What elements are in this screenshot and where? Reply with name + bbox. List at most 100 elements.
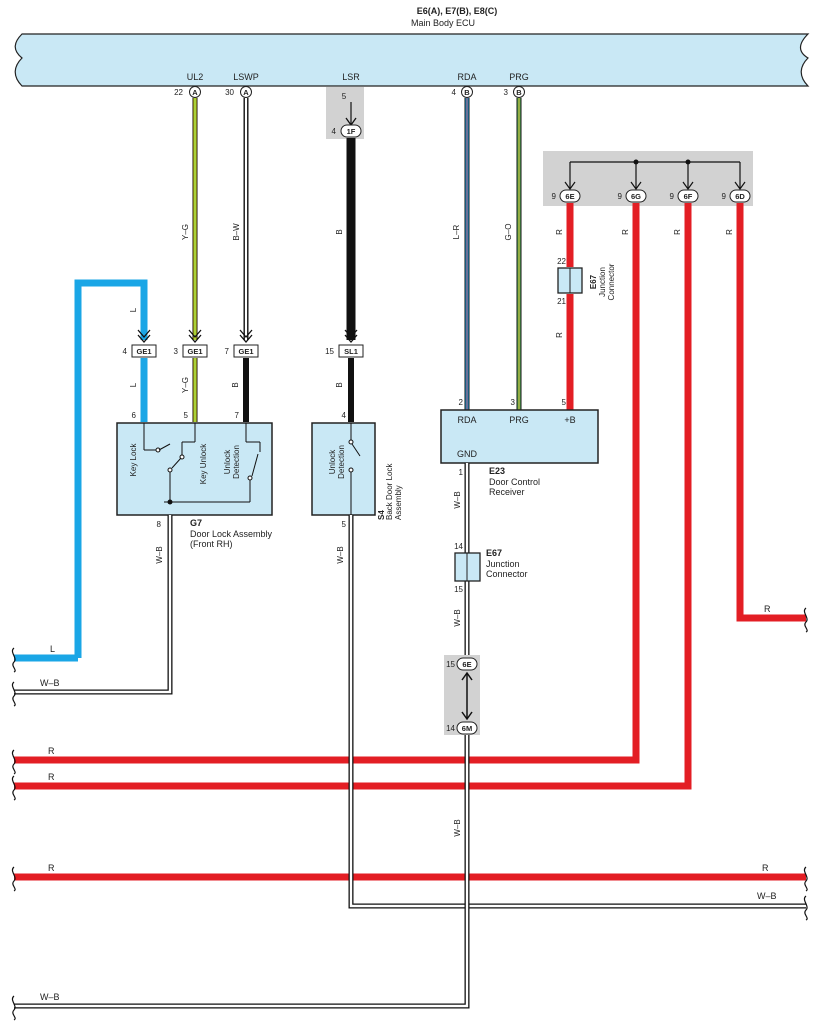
- ecu-pin-rda: B 4: [452, 86, 473, 98]
- connector-6m: 6M 14: [446, 721, 478, 735]
- g7-name: Door Lock Assembly: [190, 529, 273, 539]
- svg-text:14: 14: [454, 542, 463, 551]
- wire-r-6g-label-left: R: [48, 746, 55, 756]
- wire-r-6e-label-top: R: [555, 229, 564, 235]
- svg-text:6E: 6E: [462, 660, 471, 669]
- switch-key-lock-label: Key Lock: [129, 443, 138, 477]
- double-arrow-l: [137, 329, 151, 343]
- ecu-name: Main Body ECU: [411, 18, 475, 28]
- wire-wb-s4-label-right: W–B: [757, 891, 777, 901]
- wire-b-lsr-label: B: [335, 229, 344, 234]
- connector-6e-bottom: 6E 15: [446, 657, 478, 671]
- svg-text:30: 30: [225, 88, 234, 97]
- junction-top-name2: Connector: [607, 263, 616, 300]
- wire-bw-label: B–W: [232, 223, 241, 241]
- svg-text:6D: 6D: [735, 192, 745, 201]
- svg-text:7: 7: [235, 411, 240, 420]
- svg-text:B: B: [516, 88, 522, 97]
- svg-text:8: 8: [157, 520, 162, 529]
- back-door-lock-box: 4 5 Unlock Detection: [311, 411, 376, 529]
- svg-text:B: B: [464, 88, 470, 97]
- connector-ge1-bw: GE1 7: [225, 344, 259, 358]
- svg-text:3: 3: [504, 88, 509, 97]
- svg-text:GE1: GE1: [136, 347, 151, 356]
- junction-connector-mid: 14 15: [454, 542, 481, 594]
- ecu-bus: [14, 33, 810, 87]
- g7-sub: (Front RH): [190, 539, 233, 549]
- s4-code: S4: [377, 510, 386, 520]
- svg-text:21: 21: [557, 297, 566, 306]
- wire-wb-e23-label-3: W–B: [453, 819, 462, 836]
- e23-code: E23: [489, 466, 505, 476]
- svg-text:14: 14: [446, 724, 455, 733]
- door-lock-switch-schematic: [143, 423, 261, 503]
- bus-dot-2: [685, 159, 691, 165]
- svg-text:Detection: Detection: [337, 445, 346, 479]
- svg-text:6M: 6M: [462, 724, 472, 733]
- svg-text:5: 5: [342, 520, 347, 529]
- svg-text:GE1: GE1: [187, 347, 202, 356]
- svg-text:15: 15: [325, 347, 334, 356]
- svg-text:Unlock: Unlock: [328, 449, 337, 474]
- wire-wb-e23-label-2: W–B: [453, 609, 462, 626]
- svg-text:15: 15: [454, 585, 463, 594]
- wire-go-label: G–O: [504, 224, 513, 241]
- wire-wb-g7-label-left: W–B: [40, 678, 60, 688]
- wire-yg-label-top: Y–G: [181, 224, 190, 240]
- wire-wb-g7-label: W–B: [155, 546, 164, 563]
- svg-text:GE1: GE1: [238, 347, 253, 356]
- svg-text:GND: GND: [457, 449, 478, 459]
- switch-unlock-label: Unlock: [223, 449, 232, 474]
- junction-top-code: E67: [589, 274, 598, 289]
- wire-l-label-left: L: [50, 644, 55, 654]
- svg-text:A: A: [243, 88, 249, 97]
- wire-r-6d-label: R: [725, 229, 734, 235]
- double-arrow-b: [344, 329, 358, 343]
- wire-l-label-top: L: [129, 307, 138, 312]
- connector-ge1-yg: GE1 3: [174, 344, 208, 358]
- wire-wb-e23-label-left: W–B: [40, 992, 60, 1002]
- ecu-terminal-rda: RDA: [457, 72, 476, 82]
- wire-wb-e23-label-1: W–B: [453, 491, 462, 508]
- break-markers: [11, 607, 808, 1021]
- svg-text:RDA: RDA: [457, 415, 476, 425]
- double-arrow-bw: [239, 329, 253, 343]
- junction-mid-name2: Connector: [486, 569, 528, 579]
- junction-mid-name1: Junction: [486, 559, 520, 569]
- svg-text:4: 4: [342, 411, 347, 420]
- svg-text:5: 5: [184, 411, 189, 420]
- wire-r-6f-label: R: [673, 229, 682, 235]
- svg-text:22: 22: [557, 257, 566, 266]
- connector-6d: 6D 9: [722, 189, 751, 203]
- ecu-codes: E6(A), E7(B), E8(C): [417, 6, 498, 16]
- wire-lr-label: L–R: [452, 224, 461, 239]
- svg-text:A: A: [192, 88, 198, 97]
- wire-l: [74, 279, 148, 658]
- wire-wb-e23: [14, 463, 470, 1009]
- s4-name2: Assembly: [394, 485, 403, 520]
- svg-text:9: 9: [618, 192, 623, 201]
- svg-text:PRG: PRG: [509, 415, 529, 425]
- wire-r-through-label-left: R: [48, 863, 55, 873]
- wire-wb-s4-label: W–B: [336, 546, 345, 563]
- double-arrow-yg: [188, 329, 202, 343]
- svg-text:SL1: SL1: [344, 347, 358, 356]
- junction-top-name1: Junction: [598, 267, 607, 297]
- ecu-terminal-lswp: LSWP: [233, 72, 259, 82]
- door-lock-assembly-box: 6 5 7 8 Key Lock Key Unlock Unlock Detec…: [116, 411, 273, 529]
- svg-text:3: 3: [174, 347, 179, 356]
- wire-r-6g-label: R: [621, 229, 630, 235]
- wire-r-6f-label-left: R: [48, 772, 55, 782]
- connector-6e-6m-link: [461, 671, 473, 721]
- wire-wb-s4: [348, 515, 806, 909]
- ecu-terminal-ul2: UL2: [187, 72, 204, 82]
- ecu-terminal-lsr: LSR: [342, 72, 360, 82]
- connector-sl1: SL1 15: [325, 344, 364, 358]
- power-junction-lines: [564, 161, 746, 191]
- wire-l-label-mid: L: [129, 382, 138, 387]
- connector-ge1-l: GE1 4: [123, 344, 157, 358]
- junction-mid-code: E67: [486, 548, 502, 558]
- svg-text:5: 5: [562, 398, 567, 407]
